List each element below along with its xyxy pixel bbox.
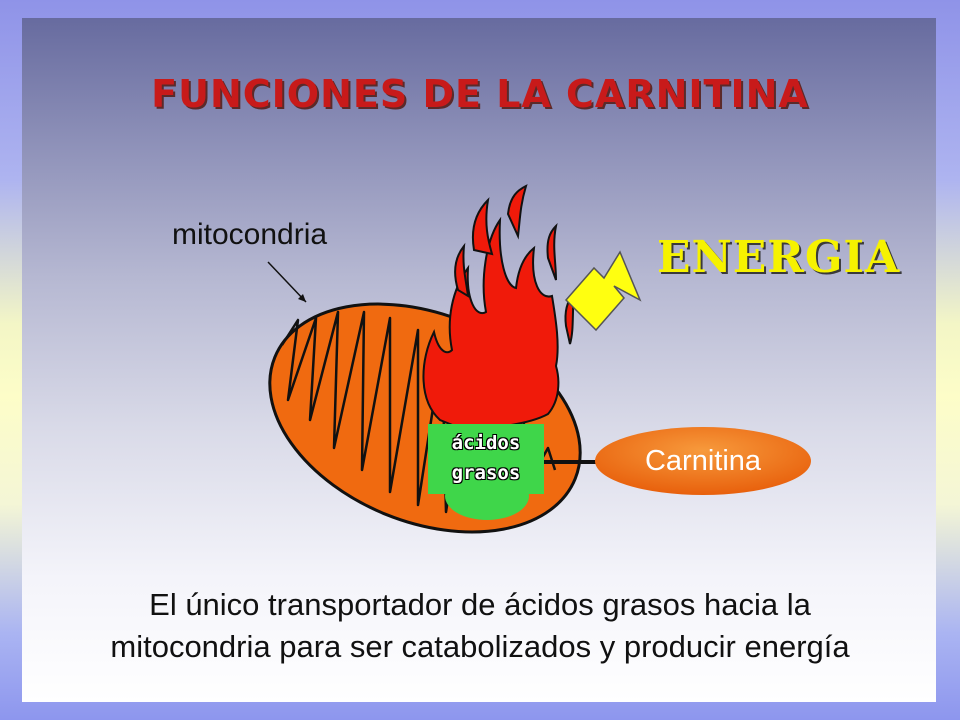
carnitine-label: Carnitina (644, 445, 762, 477)
pointer-arrowhead (298, 294, 306, 302)
arrow-icon (564, 250, 642, 332)
flame-icon (422, 184, 576, 430)
pointer-line (267, 261, 307, 303)
fatty-acids-box: ácidos grasos (428, 424, 544, 494)
energy-label: ENERGIA (657, 232, 901, 283)
caption-line-1: El único transportador de ácidos grasos … (149, 587, 811, 622)
mitochondrion (268, 302, 582, 534)
caption: El único transportador de ácidos grasos … (0, 584, 960, 668)
fatty-acids-label-line-2: grasos (451, 462, 521, 484)
page-title: FUNCIONES DE LA CARNITINA (151, 72, 809, 116)
carnitine-ellipse (595, 427, 811, 495)
caption-line-2: mitocondria para ser catabolizados y pro… (110, 629, 850, 664)
mitochondria-label: mitocondria (172, 218, 328, 251)
fatty-acids-label-line-1: ácidos (451, 432, 521, 454)
